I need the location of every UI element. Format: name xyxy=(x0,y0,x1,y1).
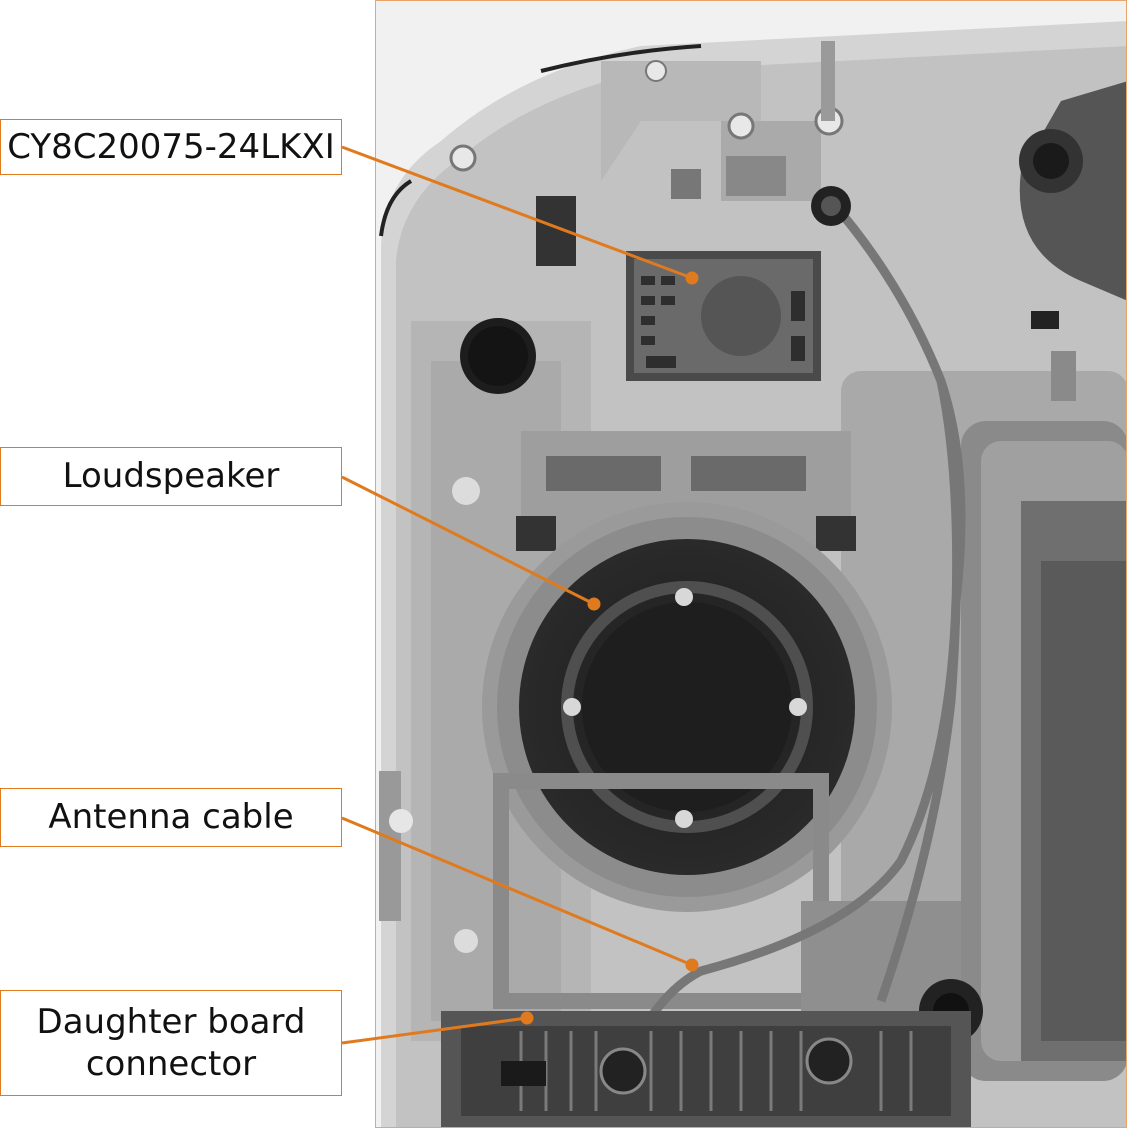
callout-chip: CY8C20075-24LKXI xyxy=(0,119,342,175)
callout-loudspeaker-label: Loudspeaker xyxy=(62,456,280,497)
callout-antenna-cable-label: Antenna cable xyxy=(48,797,294,838)
callout-chip-label: CY8C20075-24LKXI xyxy=(7,126,335,167)
callout-daughter-board-connector: Daughter board connector xyxy=(0,990,342,1096)
callout-daughter-board-connector-label: Daughter board connector xyxy=(36,1001,306,1085)
callout-antenna-cable: Antenna cable xyxy=(0,788,342,847)
callout-loudspeaker: Loudspeaker xyxy=(0,447,342,506)
xray-image xyxy=(375,0,1127,1128)
